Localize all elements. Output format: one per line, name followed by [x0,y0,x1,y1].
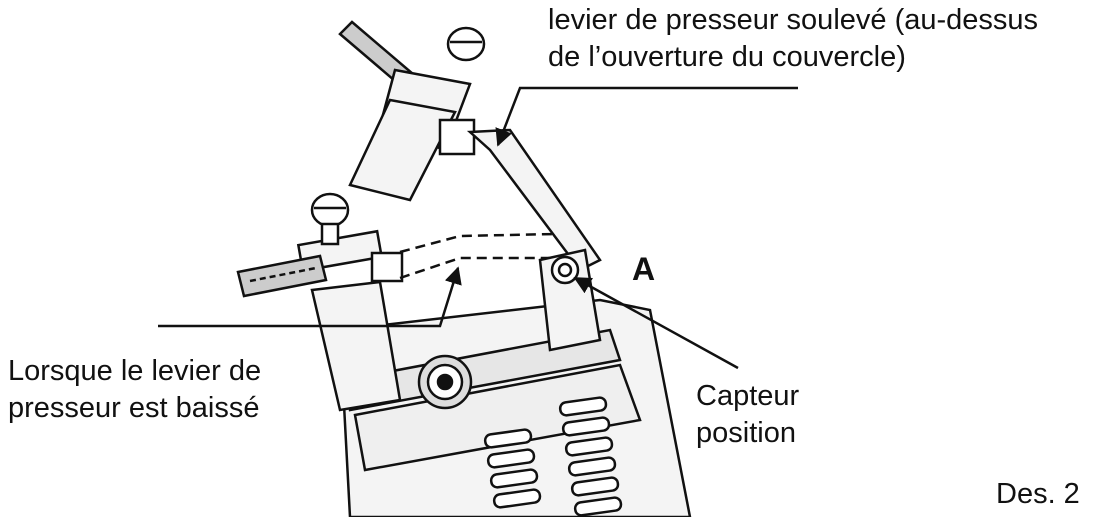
ventilation-slots [483,396,623,517]
label-lever-raised: levier de presseur soulevé (au-dessus de… [548,2,1038,76]
adjustment-knob [417,354,473,410]
presser-foot-lowered [236,192,404,412]
figure-number: Des. 2 [996,478,1080,510]
leader-lowered [158,266,462,328]
label-lever-raised-line1: levier de presseur soulevé (au-dessus [548,4,1039,36]
leader-lines [158,86,798,370]
label-position-sensor-line1: Capteur [696,380,800,412]
label-lever-lowered: Lorsque le levier de presseur est baissé [8,353,261,427]
label-position-sensor: Capteur position [696,378,799,452]
label-position-sensor-line2: position [696,417,796,449]
presser-foot-raised [338,20,602,272]
label-lever-lowered-line1: Lorsque le levier de [8,355,262,387]
label-lever-lowered-line2: presseur est baissé [8,392,260,424]
leader-raised [495,86,798,147]
position-sensor [538,248,602,352]
leader-sensor [573,276,739,370]
label-point-a: A [632,251,656,287]
label-lever-raised-line2: de l’ouverture du couvercle) [548,41,906,73]
lever-lowered-dashed [399,232,560,280]
